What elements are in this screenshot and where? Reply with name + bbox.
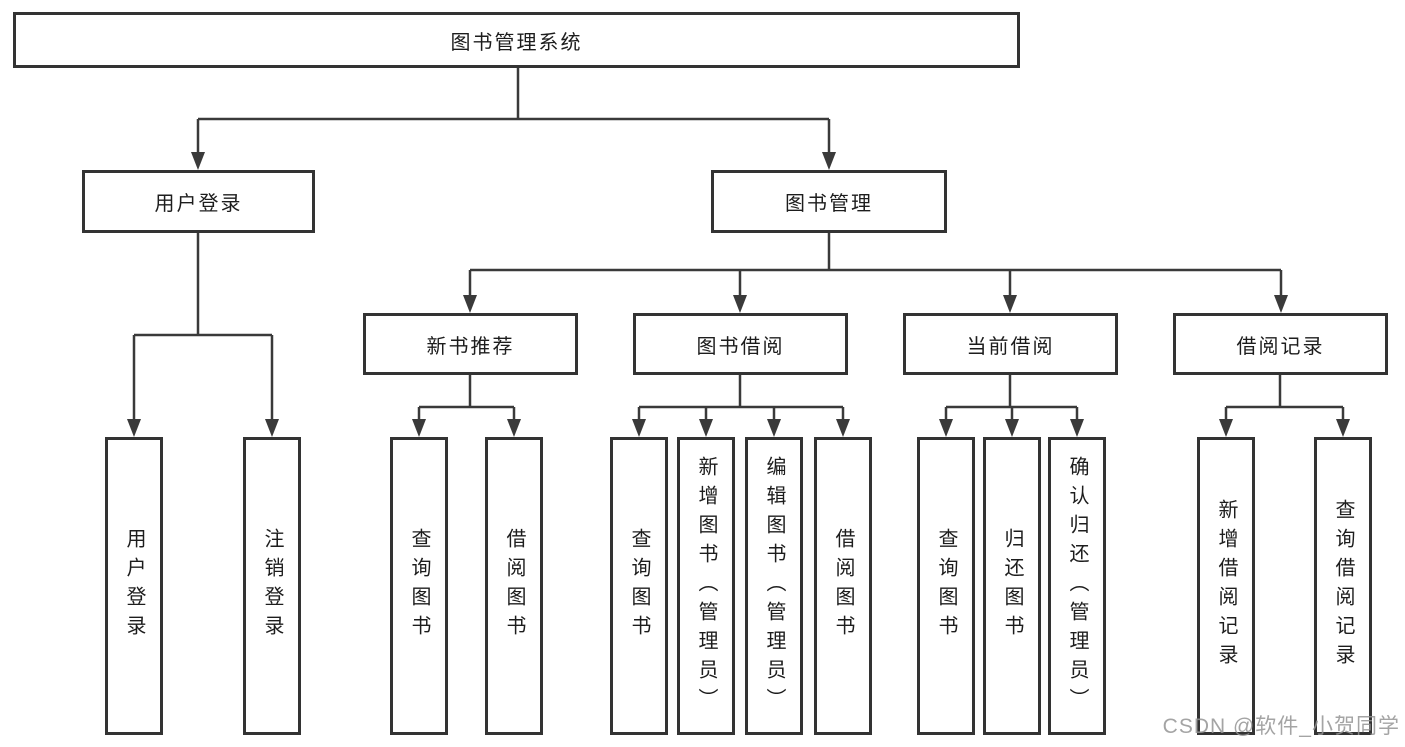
node-root: 图书管理系统 [13, 12, 1020, 68]
leaf-query-books-borrowing: 查询图书 [610, 437, 668, 735]
leaf-return-books: 归还图书 [983, 437, 1041, 735]
leaf-add-borrow-record: 新增借阅记录 [1197, 437, 1255, 735]
node-current-borrowing: 当前借阅 [903, 313, 1118, 375]
node-book-borrowing: 图书借阅 [633, 313, 848, 375]
node-book-management: 图书管理 [711, 170, 947, 233]
leaf-query-books-current: 查询图书 [917, 437, 975, 735]
leaf-logout: 注销登录 [243, 437, 301, 735]
leaf-edit-book-admin: 编辑图书（管理员） [745, 437, 803, 735]
leaf-query-books-recommend: 查询图书 [390, 437, 448, 735]
csdn-watermark: CSDN @软件_小贺同学 [1162, 715, 1400, 738]
leaf-query-borrow-record: 查询借阅记录 [1314, 437, 1372, 735]
leaf-add-book-admin: 新增图书（管理员） [677, 437, 735, 735]
node-user-login: 用户登录 [82, 170, 315, 233]
leaf-confirm-return-admin: 确认归还（管理员） [1048, 437, 1106, 735]
leaf-borrow-books-recommend: 借阅图书 [485, 437, 543, 735]
arrowheads [127, 152, 1350, 437]
node-borrowing-records: 借阅记录 [1173, 313, 1388, 375]
node-new-book-recommendation: 新书推荐 [363, 313, 578, 375]
leaf-user-login: 用户登录 [105, 437, 163, 735]
leaf-borrow-books-borrowing: 借阅图书 [814, 437, 872, 735]
